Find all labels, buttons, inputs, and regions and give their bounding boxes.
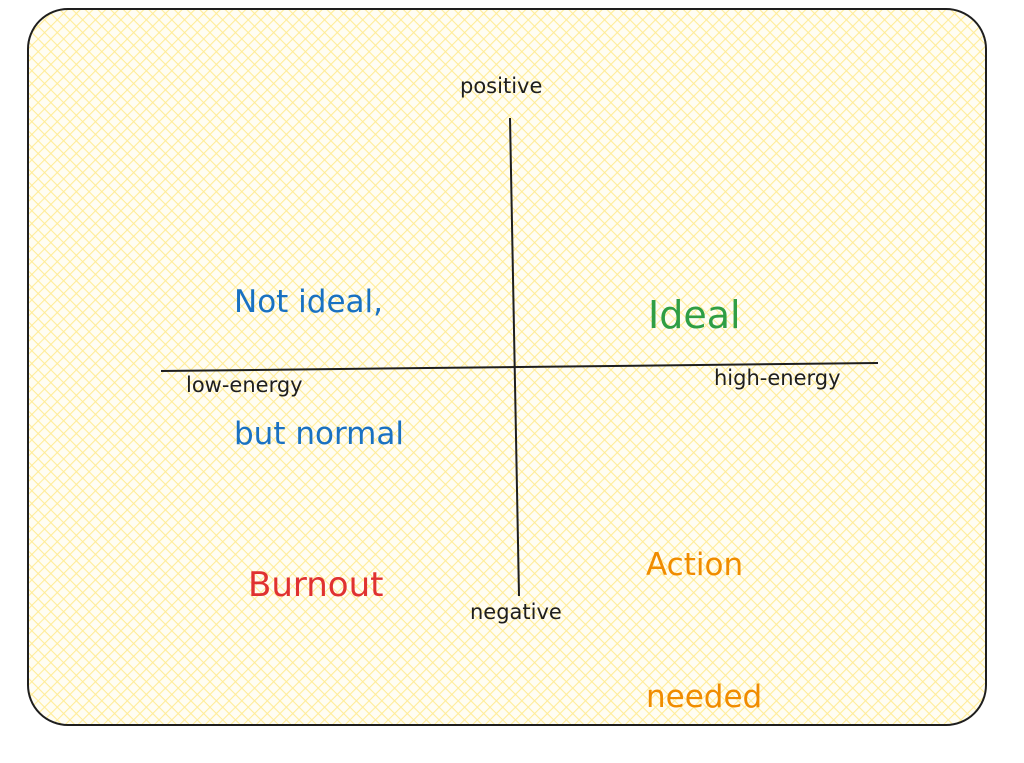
vertical-axis	[509, 117, 520, 597]
horizontal-axis	[160, 362, 879, 372]
quadrant-text: Burnout	[248, 565, 384, 605]
quadrant-not-ideal: Not ideal, but normal	[234, 192, 404, 500]
quadrant-action-needed: Action needed	[646, 455, 762, 763]
axis-label-positive: positive	[460, 74, 543, 98]
axis-label-negative: negative	[470, 600, 562, 624]
quadrant-text: Ideal	[648, 293, 741, 337]
quadrant-text: needed	[646, 679, 763, 715]
axis-label-high-energy: high-energy	[714, 366, 841, 390]
quadrant-burnout: Burnout	[248, 475, 384, 651]
quadrant-text: Not ideal,	[234, 284, 383, 320]
quadrant-text: Action	[646, 547, 744, 583]
quadrant-text: but normal	[234, 416, 404, 452]
axis-label-low-energy: low-energy	[186, 373, 303, 397]
quadrant-ideal: Ideal	[648, 205, 741, 381]
